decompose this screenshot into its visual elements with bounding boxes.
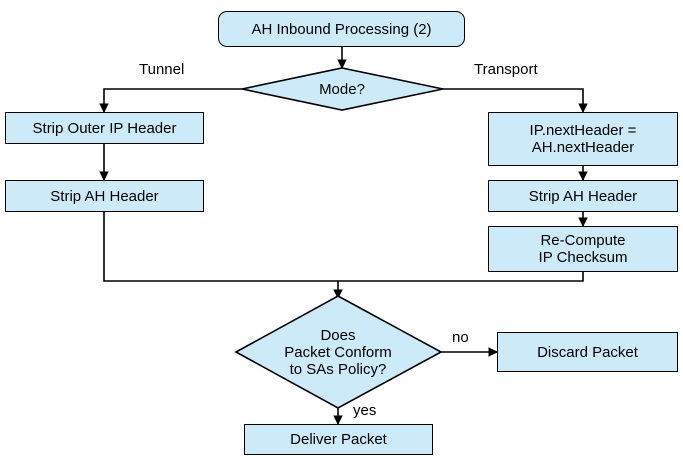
node-recompute-checksum-label: Re-Compute IP Checksum [538, 232, 628, 266]
edge-label-yes: yes [353, 403, 376, 419]
edge-mode-transport [443, 88, 588, 113]
edge-label-transport-text: Transport [474, 61, 538, 78]
edge-label-transport: Transport [474, 62, 538, 78]
node-strip-outer-ip[interactable]: Strip Outer IP Header [5, 112, 204, 144]
node-discard-packet-label: Discard Packet [537, 343, 638, 361]
node-strip-ah-transport-label: Strip AH Header [528, 187, 638, 205]
conform-diamond-shape [234, 295, 443, 409]
node-conform-label: Does Packet Conform to SAs Policy? [284, 326, 392, 378]
edge-label-tunnel-text: Tunnel [139, 61, 185, 78]
node-recompute-checksum[interactable]: Re-Compute IP Checksum [488, 226, 678, 272]
node-strip-ah-tunnel[interactable]: Strip AH Header [5, 180, 204, 212]
node-deliver-packet[interactable]: Deliver Packet [244, 424, 433, 455]
edge-label-no-text: no [452, 329, 469, 346]
node-start-label: AH Inbound Processing (2) [251, 20, 432, 38]
node-mode-label: Mode? [319, 80, 365, 98]
node-strip-ah-transport[interactable]: Strip AH Header [488, 180, 678, 212]
node-discard-packet[interactable]: Discard Packet [497, 332, 678, 372]
node-start[interactable]: AH Inbound Processing (2) [218, 11, 465, 47]
node-conform-label-wrap[interactable]: Does Packet Conform to SAs Policy? [248, 316, 428, 388]
node-strip-outer-ip-label: Strip Outer IP Header [32, 119, 177, 137]
edge-label-no: no [452, 330, 469, 346]
node-next-header[interactable]: IP.nextHeader = AH.nextHeader [488, 112, 678, 166]
edge-label-tunnel: Tunnel [139, 62, 184, 78]
edge-tunnel-to-merge [103, 212, 338, 282]
mode-diamond-shape [241, 67, 444, 111]
node-mode-label-wrap[interactable]: Mode? [282, 78, 402, 100]
edge-label-yes-text: yes [353, 402, 377, 419]
node-strip-ah-tunnel-label: Strip AH Header [50, 187, 159, 205]
edge-transport-to-merge [338, 272, 584, 282]
edge-mode-tunnel [99, 88, 242, 113]
node-next-header-label: IP.nextHeader = AH.nextHeader [529, 122, 637, 156]
node-deliver-packet-label: Deliver Packet [290, 431, 387, 448]
